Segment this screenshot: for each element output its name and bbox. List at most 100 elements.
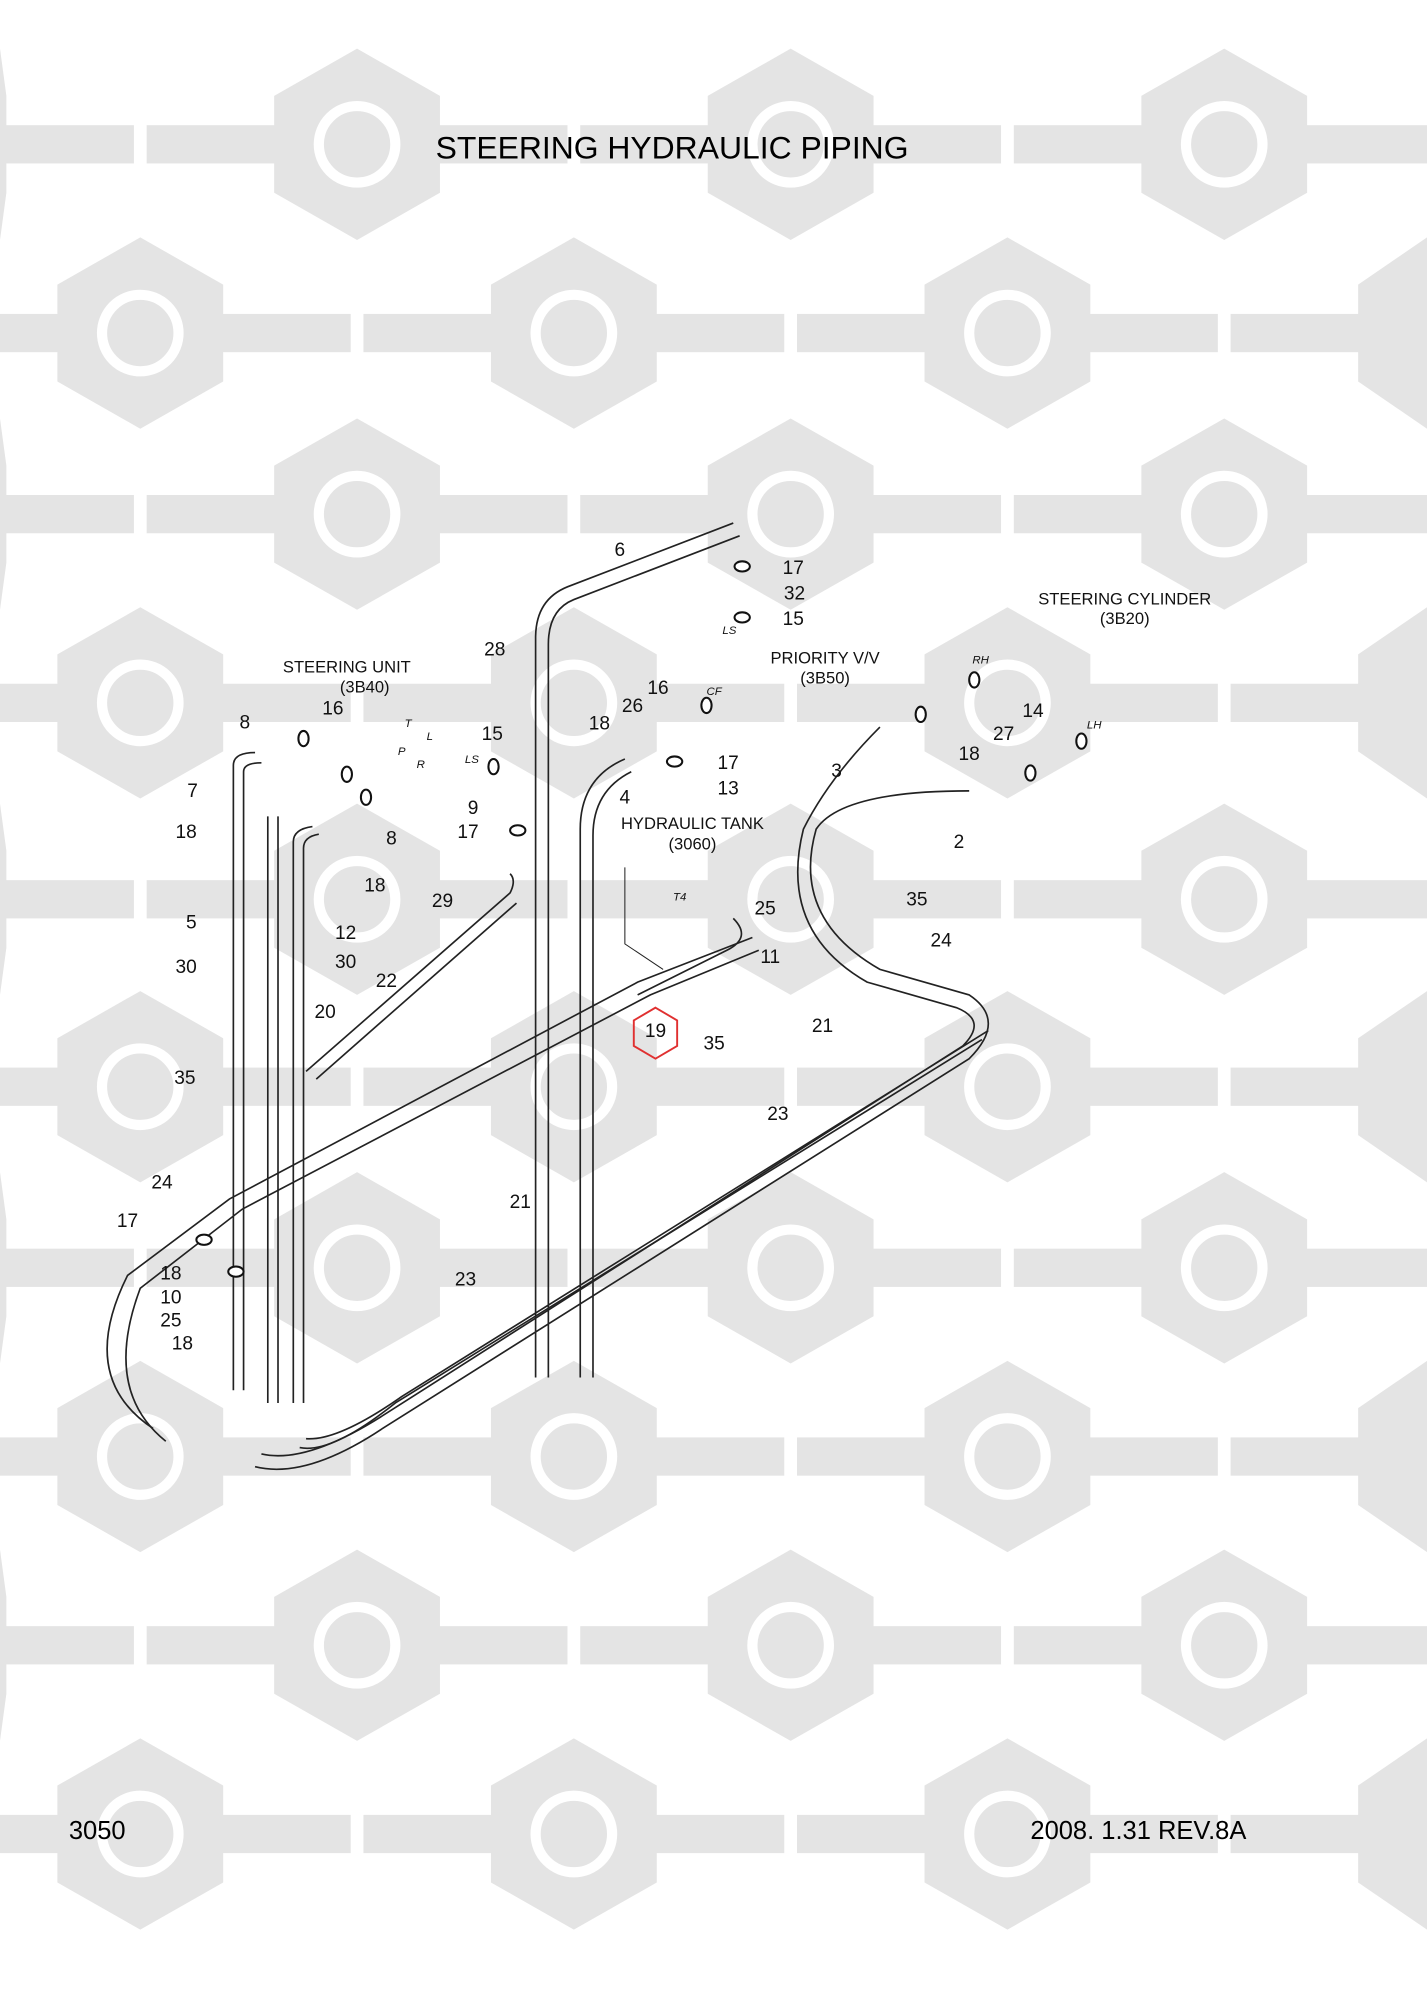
- watermark-band: [146, 1248, 568, 1287]
- label-priority-valve: PRIORITY V/V: [770, 648, 879, 667]
- watermark-logo-icon: [964, 1413, 1051, 1500]
- watermark-logo-icon: [1180, 470, 1268, 558]
- callout-14[interactable]: 14: [1022, 701, 1044, 722]
- watermark-logo-icon: [313, 1601, 401, 1689]
- watermark-logo-icon: [530, 1413, 618, 1500]
- callout-35[interactable]: 35: [906, 890, 927, 911]
- watermark-band: [580, 1248, 1002, 1287]
- callout-9[interactable]: 9: [468, 798, 479, 819]
- callout-18[interactable]: 18: [176, 822, 197, 843]
- watermark-logo-icon: [964, 289, 1051, 377]
- ref-steering-cylinder: (3B20): [1100, 609, 1150, 628]
- watermark-band: [797, 1814, 1218, 1854]
- watermark-band: [0, 495, 134, 534]
- callout-12[interactable]: 12: [335, 923, 356, 944]
- watermark-logo-icon: [747, 1601, 835, 1689]
- watermark-logo-icon: [530, 1790, 618, 1878]
- callout-32[interactable]: 32: [784, 584, 805, 605]
- watermark-logo-icon: [747, 100, 835, 188]
- page-code: 3050: [69, 1817, 126, 1845]
- callout-16[interactable]: 16: [647, 678, 668, 699]
- callout-30[interactable]: 30: [335, 952, 356, 973]
- watermark-band: [1230, 1067, 1427, 1106]
- callout-30[interactable]: 30: [176, 957, 197, 978]
- diagram-title: STEERING HYDRAULIC PIPING: [436, 129, 909, 165]
- watermark-band: [1013, 1626, 1427, 1665]
- callout-18[interactable]: 18: [160, 1263, 181, 1284]
- watermark-logo-icon: [313, 100, 401, 188]
- watermark-logo-icon: [313, 470, 401, 558]
- callout-4[interactable]: 4: [620, 788, 631, 809]
- callout-17[interactable]: 17: [457, 822, 478, 843]
- watermark-logo-icon: [964, 1790, 1051, 1878]
- watermark-band: [1230, 1437, 1427, 1476]
- watermark-logo-icon: [1180, 855, 1268, 943]
- watermark-band: [1013, 1248, 1427, 1287]
- port-p: P: [398, 746, 406, 758]
- port-t4: T4: [673, 892, 686, 904]
- callout-24[interactable]: 24: [930, 930, 952, 951]
- callout-21[interactable]: 21: [812, 1016, 833, 1037]
- ref-priority-valve: (3B50): [800, 669, 850, 688]
- callout-11[interactable]: 11: [760, 947, 780, 968]
- watermark-band: [1230, 683, 1427, 722]
- callout-23[interactable]: 23: [767, 1104, 788, 1125]
- watermark-logo-icon: [747, 470, 835, 558]
- callout-15[interactable]: 15: [482, 724, 503, 745]
- callout-17[interactable]: 17: [718, 753, 739, 774]
- callout-28[interactable]: 28: [484, 640, 505, 661]
- callout-25[interactable]: 25: [160, 1310, 181, 1331]
- watermark-logo-icon: [96, 1790, 184, 1878]
- callout-6[interactable]: 6: [614, 540, 625, 561]
- callout-23[interactable]: 23: [455, 1270, 476, 1291]
- callout-20[interactable]: 20: [315, 1002, 336, 1023]
- callout-18[interactable]: 18: [959, 744, 980, 765]
- watermark-band: [1013, 495, 1427, 534]
- callout-29[interactable]: 29: [432, 891, 453, 912]
- watermark-logo-icon: [313, 1224, 401, 1312]
- port-r: R: [417, 759, 425, 771]
- callout-16[interactable]: 16: [322, 698, 343, 719]
- revision-date: 2008. 1.31 REV.8A: [1030, 1817, 1246, 1845]
- callout-18[interactable]: 18: [364, 876, 385, 897]
- watermark-band: [580, 880, 1002, 919]
- watermark-logo-icon: [964, 1043, 1051, 1131]
- watermark-logo-icon: [964, 659, 1051, 747]
- highlight-hexagon: [632, 1006, 679, 1060]
- watermark-band: [580, 1626, 1002, 1665]
- watermark-band: [363, 1067, 785, 1106]
- callout-18[interactable]: 18: [172, 1333, 193, 1354]
- callout-15[interactable]: 15: [783, 609, 804, 630]
- watermark-band: [1013, 125, 1427, 164]
- port-t: T: [405, 718, 413, 730]
- callout-35[interactable]: 35: [704, 1034, 725, 1055]
- callout-25[interactable]: 25: [755, 899, 776, 920]
- callout-19-highlighted[interactable]: 19: [645, 1021, 666, 1042]
- watermark-band: [363, 683, 785, 722]
- callout-7[interactable]: 7: [187, 781, 198, 802]
- callout-18[interactable]: 18: [589, 714, 610, 735]
- watermark-logo-icon: [747, 1224, 835, 1312]
- callout-26[interactable]: 26: [622, 696, 643, 717]
- callout-17[interactable]: 17: [117, 1211, 138, 1232]
- callout-3[interactable]: 3: [831, 761, 842, 782]
- callout-24[interactable]: 24: [151, 1173, 173, 1194]
- callout-2[interactable]: 2: [954, 832, 965, 853]
- callout-10[interactable]: 10: [160, 1288, 181, 1309]
- callout-5[interactable]: 5: [186, 913, 197, 934]
- watermark-logo-icon: [96, 659, 184, 747]
- callout-35[interactable]: 35: [174, 1068, 195, 1089]
- label-steering-cylinder: STEERING CYLINDER: [1038, 590, 1211, 609]
- ref-steering-unit: (3B40): [340, 678, 390, 697]
- callout-8[interactable]: 8: [386, 828, 397, 849]
- callout-13[interactable]: 13: [718, 779, 739, 800]
- callout-27[interactable]: 27: [993, 724, 1014, 745]
- callout-8[interactable]: 8: [240, 712, 251, 733]
- watermark-band: [797, 1067, 1218, 1106]
- port-l: L: [427, 731, 433, 743]
- callout-21[interactable]: 21: [510, 1192, 531, 1213]
- callout-22[interactable]: 22: [376, 971, 397, 992]
- watermark-band: [0, 880, 134, 919]
- callout-17[interactable]: 17: [783, 558, 804, 579]
- watermark-band: [797, 683, 1218, 722]
